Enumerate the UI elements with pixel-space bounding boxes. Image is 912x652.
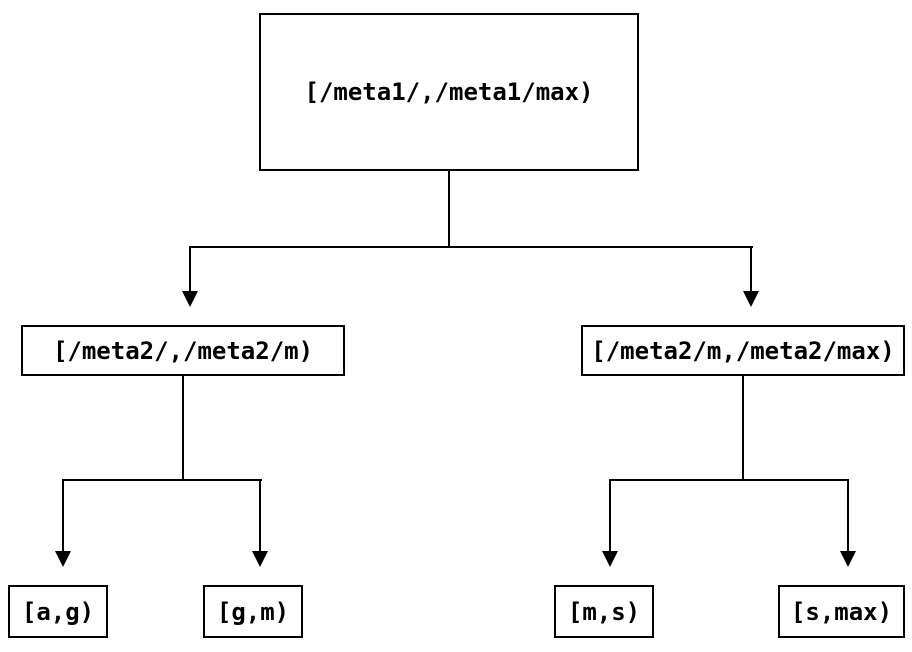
- arrow-down-icon: [602, 551, 618, 567]
- edge-child-right-to-leaf-ms: [609, 479, 611, 552]
- node-leaf-ag-range: [a,g): [8, 585, 108, 638]
- arrow-down-icon: [840, 551, 856, 567]
- edge-child-left-to-leaf-gm: [259, 479, 261, 552]
- arrow-down-icon: [252, 551, 268, 567]
- edge-level2-left-horizontal: [62, 479, 262, 481]
- node-root-range: [/meta1/,/meta1/max): [259, 13, 639, 171]
- arrow-down-icon: [182, 291, 198, 307]
- arrow-down-icon: [743, 291, 759, 307]
- node-child-right-range: [/meta2/m,/meta2/max): [581, 325, 905, 376]
- edge-root-to-child-left: [189, 246, 191, 292]
- node-leaf-smax-range: [s,max): [778, 585, 905, 638]
- node-leaf-gm-range: [g,m): [203, 585, 303, 638]
- edge-root-stem: [448, 170, 450, 247]
- edge-child-right-stem: [742, 376, 744, 480]
- node-child-left-range: [/meta2/,/meta2/m): [21, 325, 345, 376]
- edge-child-left-stem: [182, 376, 184, 480]
- edge-child-right-to-leaf-smax: [847, 479, 849, 552]
- edge-child-left-to-leaf-ag: [62, 479, 64, 552]
- edge-level1-horizontal: [189, 246, 753, 248]
- edge-root-to-child-right: [750, 246, 752, 292]
- arrow-down-icon: [55, 551, 71, 567]
- node-leaf-ms-range: [m,s): [554, 585, 654, 638]
- edge-level2-right-horizontal: [609, 479, 849, 481]
